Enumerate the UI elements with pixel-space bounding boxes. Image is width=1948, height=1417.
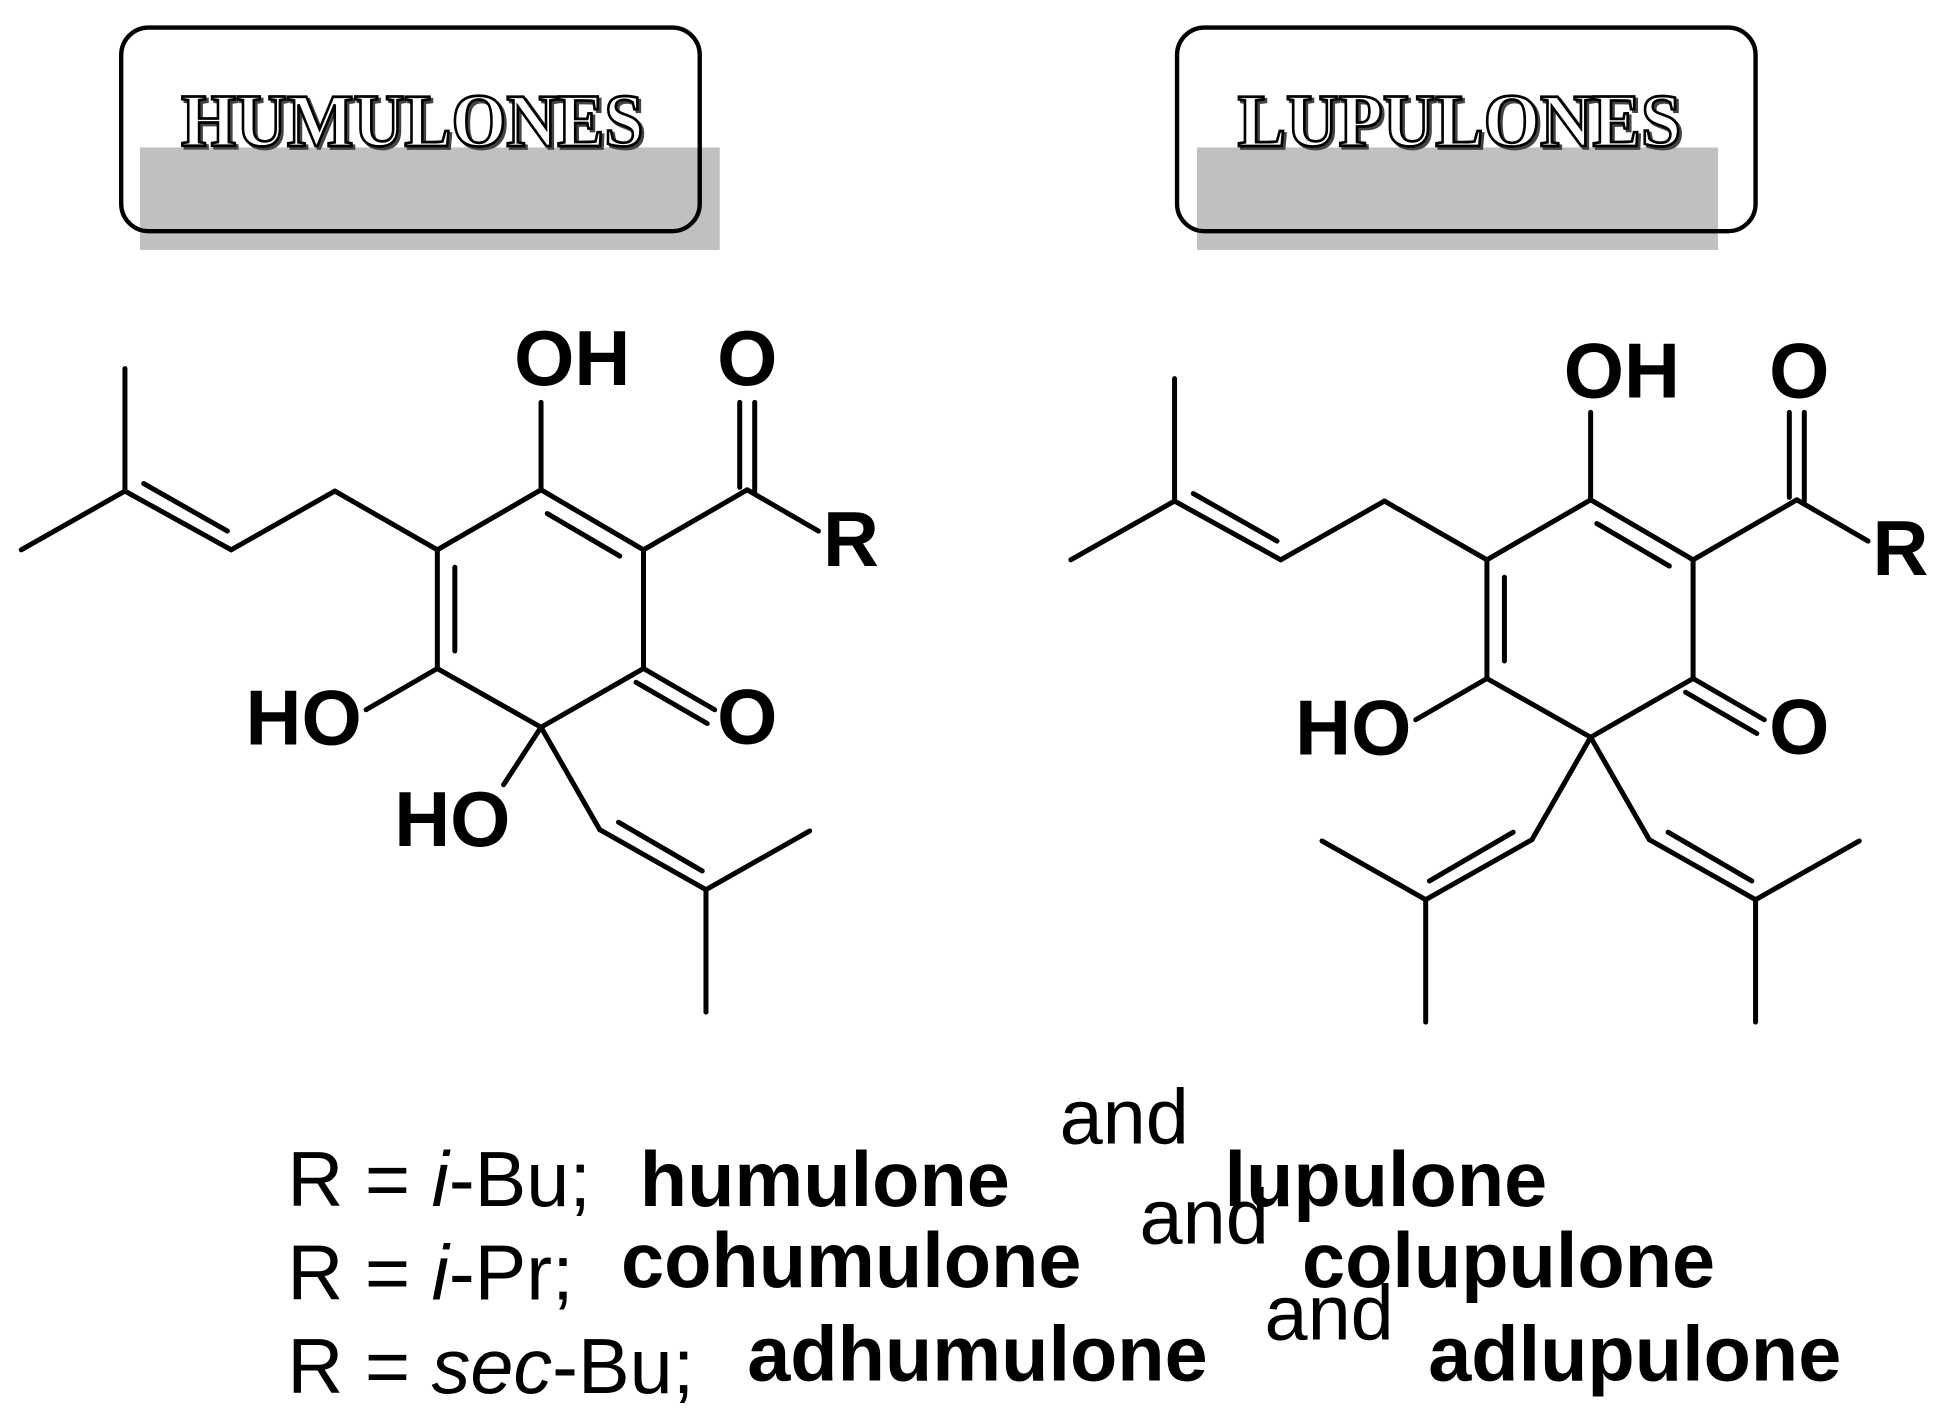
lupulone-r-label: R [1873, 506, 1929, 592]
bond-quaternary-ho [501, 724, 544, 788]
prenyl-top-methyl-b [1068, 498, 1178, 563]
variant-3-r-definition: R = sec-Bu; [287, 1324, 694, 1410]
variant-3-r-italic: sec [432, 1324, 553, 1410]
bond-ketone-o-a [641, 666, 718, 713]
prenyl-top-bond-2 [228, 488, 338, 553]
ring-bond-c4-c5 [434, 666, 544, 730]
prenyl-low-methyl-a [703, 828, 813, 893]
ring-bond-c3-c4 [538, 666, 647, 730]
ring-bond-c6-c1 [1484, 497, 1594, 563]
bond-ketone-o-b [1683, 689, 1760, 736]
prenyl-top-double [1190, 491, 1280, 544]
variant-3-and: and [1265, 1271, 1394, 1357]
ring-double-c1-c2 [544, 511, 623, 559]
ring-bond-c6-c1 [434, 487, 544, 553]
bond-acyl [1690, 497, 1800, 563]
ring-bond-c1-c2 [1588, 497, 1696, 563]
bond-enol-ho [1413, 676, 1490, 723]
lupulone-enol-ho-label: HO [1295, 686, 1411, 772]
humulone-structure: OH O R O HO HO [18, 316, 879, 1015]
variant-3-prefix: R = [287, 1324, 431, 1410]
variant-3-humulone-name: adhumulone [747, 1312, 1208, 1398]
variant-2-r-italic: i [432, 1231, 451, 1317]
ring-bond-c1-c2 [538, 487, 647, 553]
lupulone-structure: OH O R O HO [1068, 328, 1929, 1025]
bond-acyl-r [1794, 497, 1871, 544]
humulone-r-label: R [823, 497, 879, 583]
prenyl-left-methyl-a [1319, 838, 1429, 903]
lupulone-ketone-o-label: O [1769, 684, 1829, 770]
variant-3-lupulone-name: adlupulone [1428, 1312, 1841, 1398]
variant-1-r-definition: R = i-Bu; [287, 1137, 591, 1223]
prenyl-low-bond-2 [597, 827, 709, 893]
variant-2-lupulone-name: colupulone [1302, 1218, 1715, 1304]
ring-double-c1-c2 [1594, 521, 1672, 569]
humulones-box-outline [119, 25, 702, 234]
variant-1-and: and [1060, 1074, 1189, 1160]
prenyl-low-double [616, 819, 705, 874]
prenyl-right-methyl-a [1753, 838, 1862, 903]
prenyl-left-double [1426, 829, 1516, 884]
lupulone-bonds [1068, 376, 1871, 1025]
prenyl-left-bond-2 [1423, 837, 1535, 903]
prenyl-top-methyl-b [18, 488, 128, 553]
bond-acyl [641, 487, 750, 553]
variant-3-r-rest: -Bu; [552, 1324, 694, 1410]
prenyl-top-bond-3 [122, 488, 234, 553]
r-group-legend: R = i-Bu; humulone and lupulone R = i-Pr… [287, 1074, 1841, 1410]
prenyl-top-bond-1 [332, 488, 440, 553]
prenyl-left-bond-1 [1529, 734, 1594, 843]
prenyl-top-bond-1 [1381, 498, 1490, 563]
variant-2-and: and [1140, 1174, 1269, 1260]
variant-1-r-rest: -Bu; [449, 1137, 591, 1223]
variant-1-r-italic: i [432, 1137, 451, 1223]
prenyl-right-bond-1 [1588, 734, 1652, 843]
humulone-ring-oh-label: OH [514, 316, 630, 402]
lupulone-ring-oh-label: OH [1564, 328, 1680, 414]
bond-ketone-o-b [633, 679, 710, 726]
prenyl-right-bond-2 [1646, 837, 1759, 903]
humulones-title: HUMULONES [181, 80, 643, 163]
lupulones-title: LUPULONES [1238, 80, 1682, 163]
ring-bond-c4-c5 [1484, 676, 1594, 740]
variant-2-humulone-name: cohumulone [621, 1218, 1082, 1304]
variant-1-humulone-name: humulone [640, 1137, 1010, 1223]
lupulones-box-outline [1174, 25, 1758, 234]
prenyl-right-double [1665, 829, 1755, 884]
variant-1-lupulone-name: lupulone [1225, 1137, 1548, 1223]
humulones-title-box: HUMULONES [119, 25, 720, 250]
humulone-quaternary-ho-label: HO [394, 777, 510, 863]
prenyl-low-bond-1 [538, 724, 603, 833]
variant-2-r-definition: R = i-Pr; [287, 1231, 573, 1317]
prenyl-top-bond-2 [1278, 498, 1387, 563]
humulone-ketone-o-label: O [717, 674, 777, 760]
bond-acyl-r [744, 487, 821, 534]
prenyl-top-bond-3 [1172, 498, 1284, 563]
variant-1-prefix: R = [287, 1137, 431, 1223]
bond-enol-ho [363, 666, 440, 713]
variant-2-prefix: R = [287, 1231, 431, 1317]
ring-bond-c3-c4 [1588, 676, 1696, 740]
lupulone-acyl-o-label: O [1769, 328, 1829, 414]
humulone-bonds [18, 366, 821, 1015]
bond-ketone-o-a [1690, 676, 1767, 723]
prenyl-top-double [141, 481, 230, 534]
humulone-enol-ho-label: HO [246, 676, 362, 762]
humulone-acyl-o-label: O [717, 316, 777, 402]
lupulones-title-box: LUPULONES [1174, 25, 1758, 250]
variant-2-r-rest: -Pr; [449, 1231, 574, 1317]
